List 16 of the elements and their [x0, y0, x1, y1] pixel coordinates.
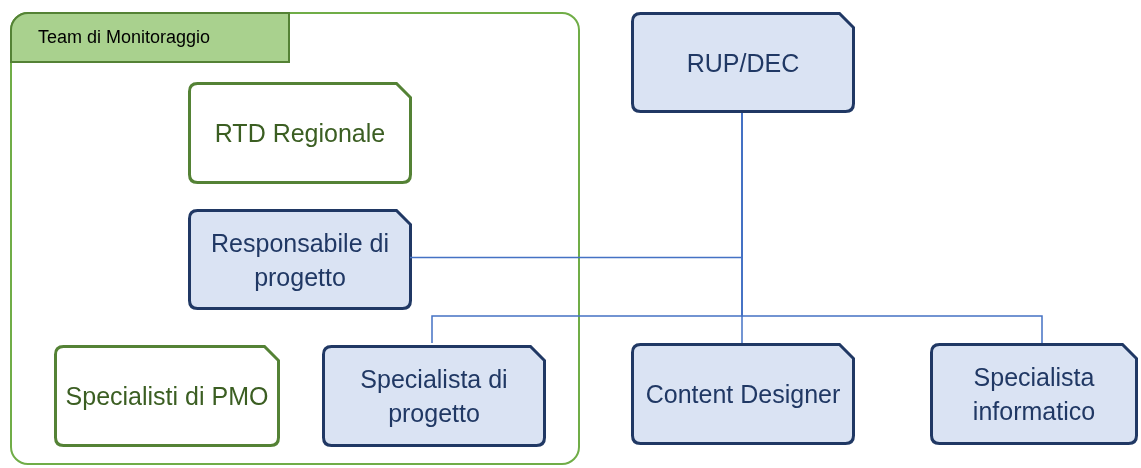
process-box [188, 82, 412, 184]
box-label: Specialista informatico [971, 362, 1097, 427]
box-label: Specialisti di PMO [65, 381, 269, 412]
box-label: RTD Regionale [214, 118, 386, 149]
process-box [188, 209, 412, 310]
process-box [930, 343, 1138, 445]
box-label: Responsabile di progetto [210, 227, 390, 293]
group-title-tab: Team di Monitoraggio [10, 12, 290, 63]
box-label: Content Designer [645, 379, 841, 410]
process-box [631, 343, 855, 445]
box-label: RUP/DEC [686, 47, 800, 79]
process-box [322, 345, 546, 447]
process-box [54, 345, 280, 447]
box-label: Specialista di progetto [359, 364, 509, 429]
process-box [631, 12, 855, 113]
group-frame [10, 12, 580, 465]
